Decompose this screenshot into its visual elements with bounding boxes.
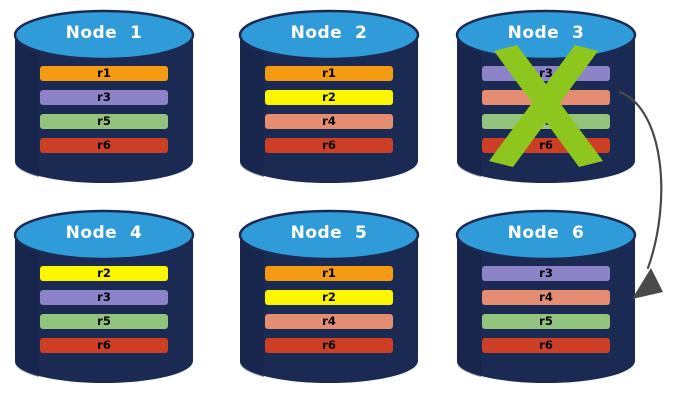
cylinder-body-shading bbox=[456, 35, 481, 177]
record-bar[interactable]: r6 bbox=[265, 338, 393, 353]
record-bar[interactable]: r4 bbox=[265, 114, 393, 129]
cylinder-body-shading bbox=[14, 235, 40, 377]
record-bar[interactable]: r5 bbox=[40, 314, 168, 329]
cylinder-top-disc bbox=[13, 209, 195, 261]
record-bar[interactable]: r5 bbox=[40, 114, 168, 129]
record-list: r1 r3 r5 r6 bbox=[40, 66, 168, 153]
cylinder-body-shading bbox=[14, 35, 40, 177]
record-bar[interactable]: r4 bbox=[482, 90, 610, 105]
cylinder-top-disc bbox=[455, 209, 637, 261]
record-bar[interactable]: r1 bbox=[265, 66, 393, 81]
record-bar[interactable]: r6 bbox=[482, 338, 610, 353]
cylinder-top-disc bbox=[13, 9, 195, 61]
record-bar[interactable]: r6 bbox=[265, 138, 393, 153]
record-bar[interactable]: r1 bbox=[40, 66, 168, 81]
cylinder-body-shading bbox=[239, 35, 264, 177]
record-bar[interactable]: r1 bbox=[265, 266, 393, 281]
record-bar[interactable]: r5 bbox=[482, 314, 610, 329]
cylinder-body-shading bbox=[456, 235, 481, 377]
cylinder-top-disc bbox=[238, 209, 420, 261]
record-list: r2 r3 r5 r6 bbox=[40, 266, 168, 353]
record-bar[interactable]: r4 bbox=[265, 314, 393, 329]
record-bar[interactable]: r6 bbox=[482, 138, 610, 153]
cylinder-body-shading bbox=[239, 235, 264, 377]
record-list: r1 r2 r4 r6 bbox=[265, 266, 393, 353]
record-bar[interactable]: r2 bbox=[40, 266, 168, 281]
cylinder-top-disc bbox=[238, 9, 420, 61]
record-bar[interactable]: r2 bbox=[265, 90, 393, 105]
record-bar[interactable]: r2 bbox=[265, 290, 393, 305]
record-bar[interactable]: r4 bbox=[482, 290, 610, 305]
record-bar[interactable]: r6 bbox=[40, 138, 168, 153]
record-bar[interactable]: r3 bbox=[482, 66, 610, 81]
record-bar[interactable]: r6 bbox=[40, 338, 168, 353]
cylinder-top-disc bbox=[455, 9, 637, 61]
record-list: r1 r2 r4 r6 bbox=[265, 66, 393, 153]
record-bar[interactable]: r3 bbox=[40, 90, 168, 105]
record-bar[interactable]: r5 bbox=[482, 114, 610, 129]
record-bar[interactable]: r3 bbox=[40, 290, 168, 305]
record-list: r3 r4 r5 r6 bbox=[482, 66, 610, 153]
record-bar[interactable]: r3 bbox=[482, 266, 610, 281]
record-list: r3 r4 r5 r6 bbox=[482, 266, 610, 353]
